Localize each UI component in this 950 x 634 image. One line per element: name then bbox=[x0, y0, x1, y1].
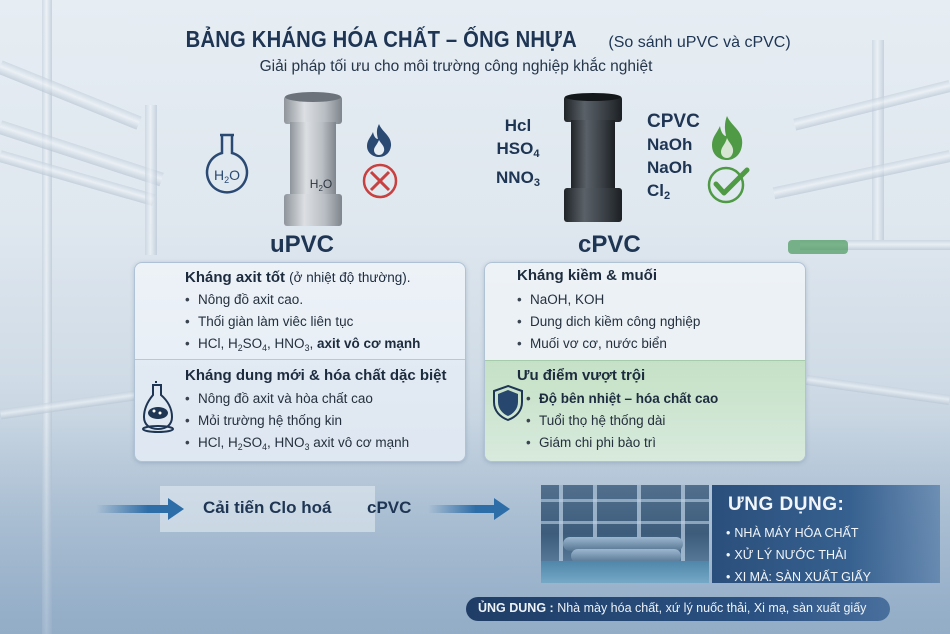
svg-text:H2O: H2O bbox=[214, 167, 240, 185]
applications-title: ƯNG DỤNG: bbox=[728, 494, 845, 515]
list-item: NaOH, KOH bbox=[517, 289, 700, 311]
cpvc-pipe-icon bbox=[564, 93, 622, 222]
chem-item: NaOh bbox=[647, 158, 693, 177]
cpvc-chem-list: CPVC NaOh NaOh Cl2 bbox=[647, 110, 700, 208]
advantages-list: Độ bên nhiệt – hóa chất cao Tuổi thọ hệ … bbox=[526, 388, 718, 454]
list-item: Nông đồ axit cao. bbox=[185, 289, 420, 311]
list-item: NHÀ MÁY HÓA CHẤT bbox=[726, 522, 871, 544]
list-item: Thối giàn làm viêc liên tục bbox=[185, 311, 420, 333]
shield-icon bbox=[493, 384, 523, 422]
process-step: Cải tiến Clo hoá bbox=[203, 498, 332, 517]
solvent-resistance-heading: Kháng dung mới & hóa chất dặc biệt bbox=[185, 367, 447, 384]
arrow-right-icon bbox=[96, 498, 184, 520]
list-item: Độ bên nhiệt – hóa chất cao bbox=[526, 388, 718, 410]
chem-item: NNO3 bbox=[496, 168, 540, 189]
arrow-right-icon bbox=[428, 498, 510, 520]
page-subtitle: Giải pháp tối ưu cho môi trường công ngh… bbox=[259, 58, 653, 75]
chem-item: HSO4 bbox=[496, 139, 540, 160]
footer-content: Nhà mày hóa chất, xứ lý nuốc thải, Xi mạ… bbox=[557, 601, 867, 615]
chem-item: Hcl bbox=[504, 116, 532, 135]
process-result: cPVC bbox=[367, 498, 412, 517]
acid-resistance-heading: Kháng axit tốt (ở nhiệt độ thường). bbox=[185, 269, 411, 286]
acid-list: Hcl HSO4 NNO3 bbox=[490, 114, 546, 195]
alkali-resistance-list: NaOH, KOH Dung dich kiềm công nghiệp Muố… bbox=[517, 289, 700, 355]
process-box bbox=[160, 486, 375, 532]
flask-h2o-icon: H2O bbox=[205, 133, 249, 194]
footer-label: ỦNG DUNG : bbox=[478, 601, 554, 615]
advantages-heading: Ưu điểm vượt trội bbox=[517, 367, 646, 384]
svg-text:H2O: H2O bbox=[310, 177, 332, 193]
list-item: XỬ LÝ NƯỚC THẢI bbox=[726, 544, 871, 566]
lab-flask-icon bbox=[142, 381, 174, 433]
list-item: HCl, H2SO4, HNO3, axit vô cơ mạnh bbox=[185, 333, 420, 359]
list-item: Mỏi trường hệ thống kin bbox=[185, 410, 409, 432]
chem-item: NaOh bbox=[647, 135, 693, 154]
flame-icon bbox=[367, 124, 392, 157]
upvc-label: uPVC bbox=[270, 231, 335, 258]
list-item: Dung dich kiềm công nghiệp bbox=[517, 311, 700, 333]
solvent-resistance-list: Nông đồ axit và hòa chất cao Mỏi trường … bbox=[185, 388, 409, 458]
factory-photo bbox=[541, 485, 709, 583]
green-flame-icon bbox=[712, 116, 743, 160]
list-item: Giám chi phi bào trì bbox=[526, 432, 718, 454]
cross-circle-icon bbox=[362, 163, 398, 199]
list-item: Muối vơ cơ, nước biển bbox=[517, 333, 700, 355]
chem-item: CPVC bbox=[647, 111, 700, 132]
footer-bar bbox=[466, 597, 890, 621]
title-note: (So sánh uPVC và cPVC) bbox=[608, 34, 791, 51]
list-item: HCl, H2SO4, HNO3 axit vô cơ mạnh bbox=[185, 432, 409, 458]
acid-resistance-list: Nông đồ axit cao. Thối giàn làm viêc liê… bbox=[185, 289, 420, 359]
applications-list: NHÀ MÁY HÓA CHẤT XỬ LÝ NƯỚC THẢI XI MÀ: … bbox=[726, 522, 871, 588]
check-circle-icon bbox=[707, 166, 750, 204]
list-item: Tuổi thọ hệ thống dài bbox=[526, 410, 718, 432]
list-item: Nông đồ axit và hòa chất cao bbox=[185, 388, 409, 410]
page-title: BẢNG KHÁNG HÓA CHẤT – ỐNG NHỰA (So sánh … bbox=[0, 26, 950, 53]
chem-item: Cl2 bbox=[647, 181, 671, 202]
list-item: XI MÀ: SÀN XUẤT GIẤY bbox=[726, 566, 871, 588]
cpvc-label: cPVC bbox=[578, 231, 641, 258]
upvc-pipe-icon: H2O bbox=[284, 92, 342, 226]
alkali-resistance-heading: Kháng kiềm & muối bbox=[517, 267, 658, 284]
footer-text: ỦNG DUNG : Nhà mày hóa chất, xứ lý nuốc … bbox=[478, 601, 866, 615]
title-main: BẢNG KHÁNG HÓA CHẤT – ỐNG NHỰA bbox=[185, 26, 578, 52]
